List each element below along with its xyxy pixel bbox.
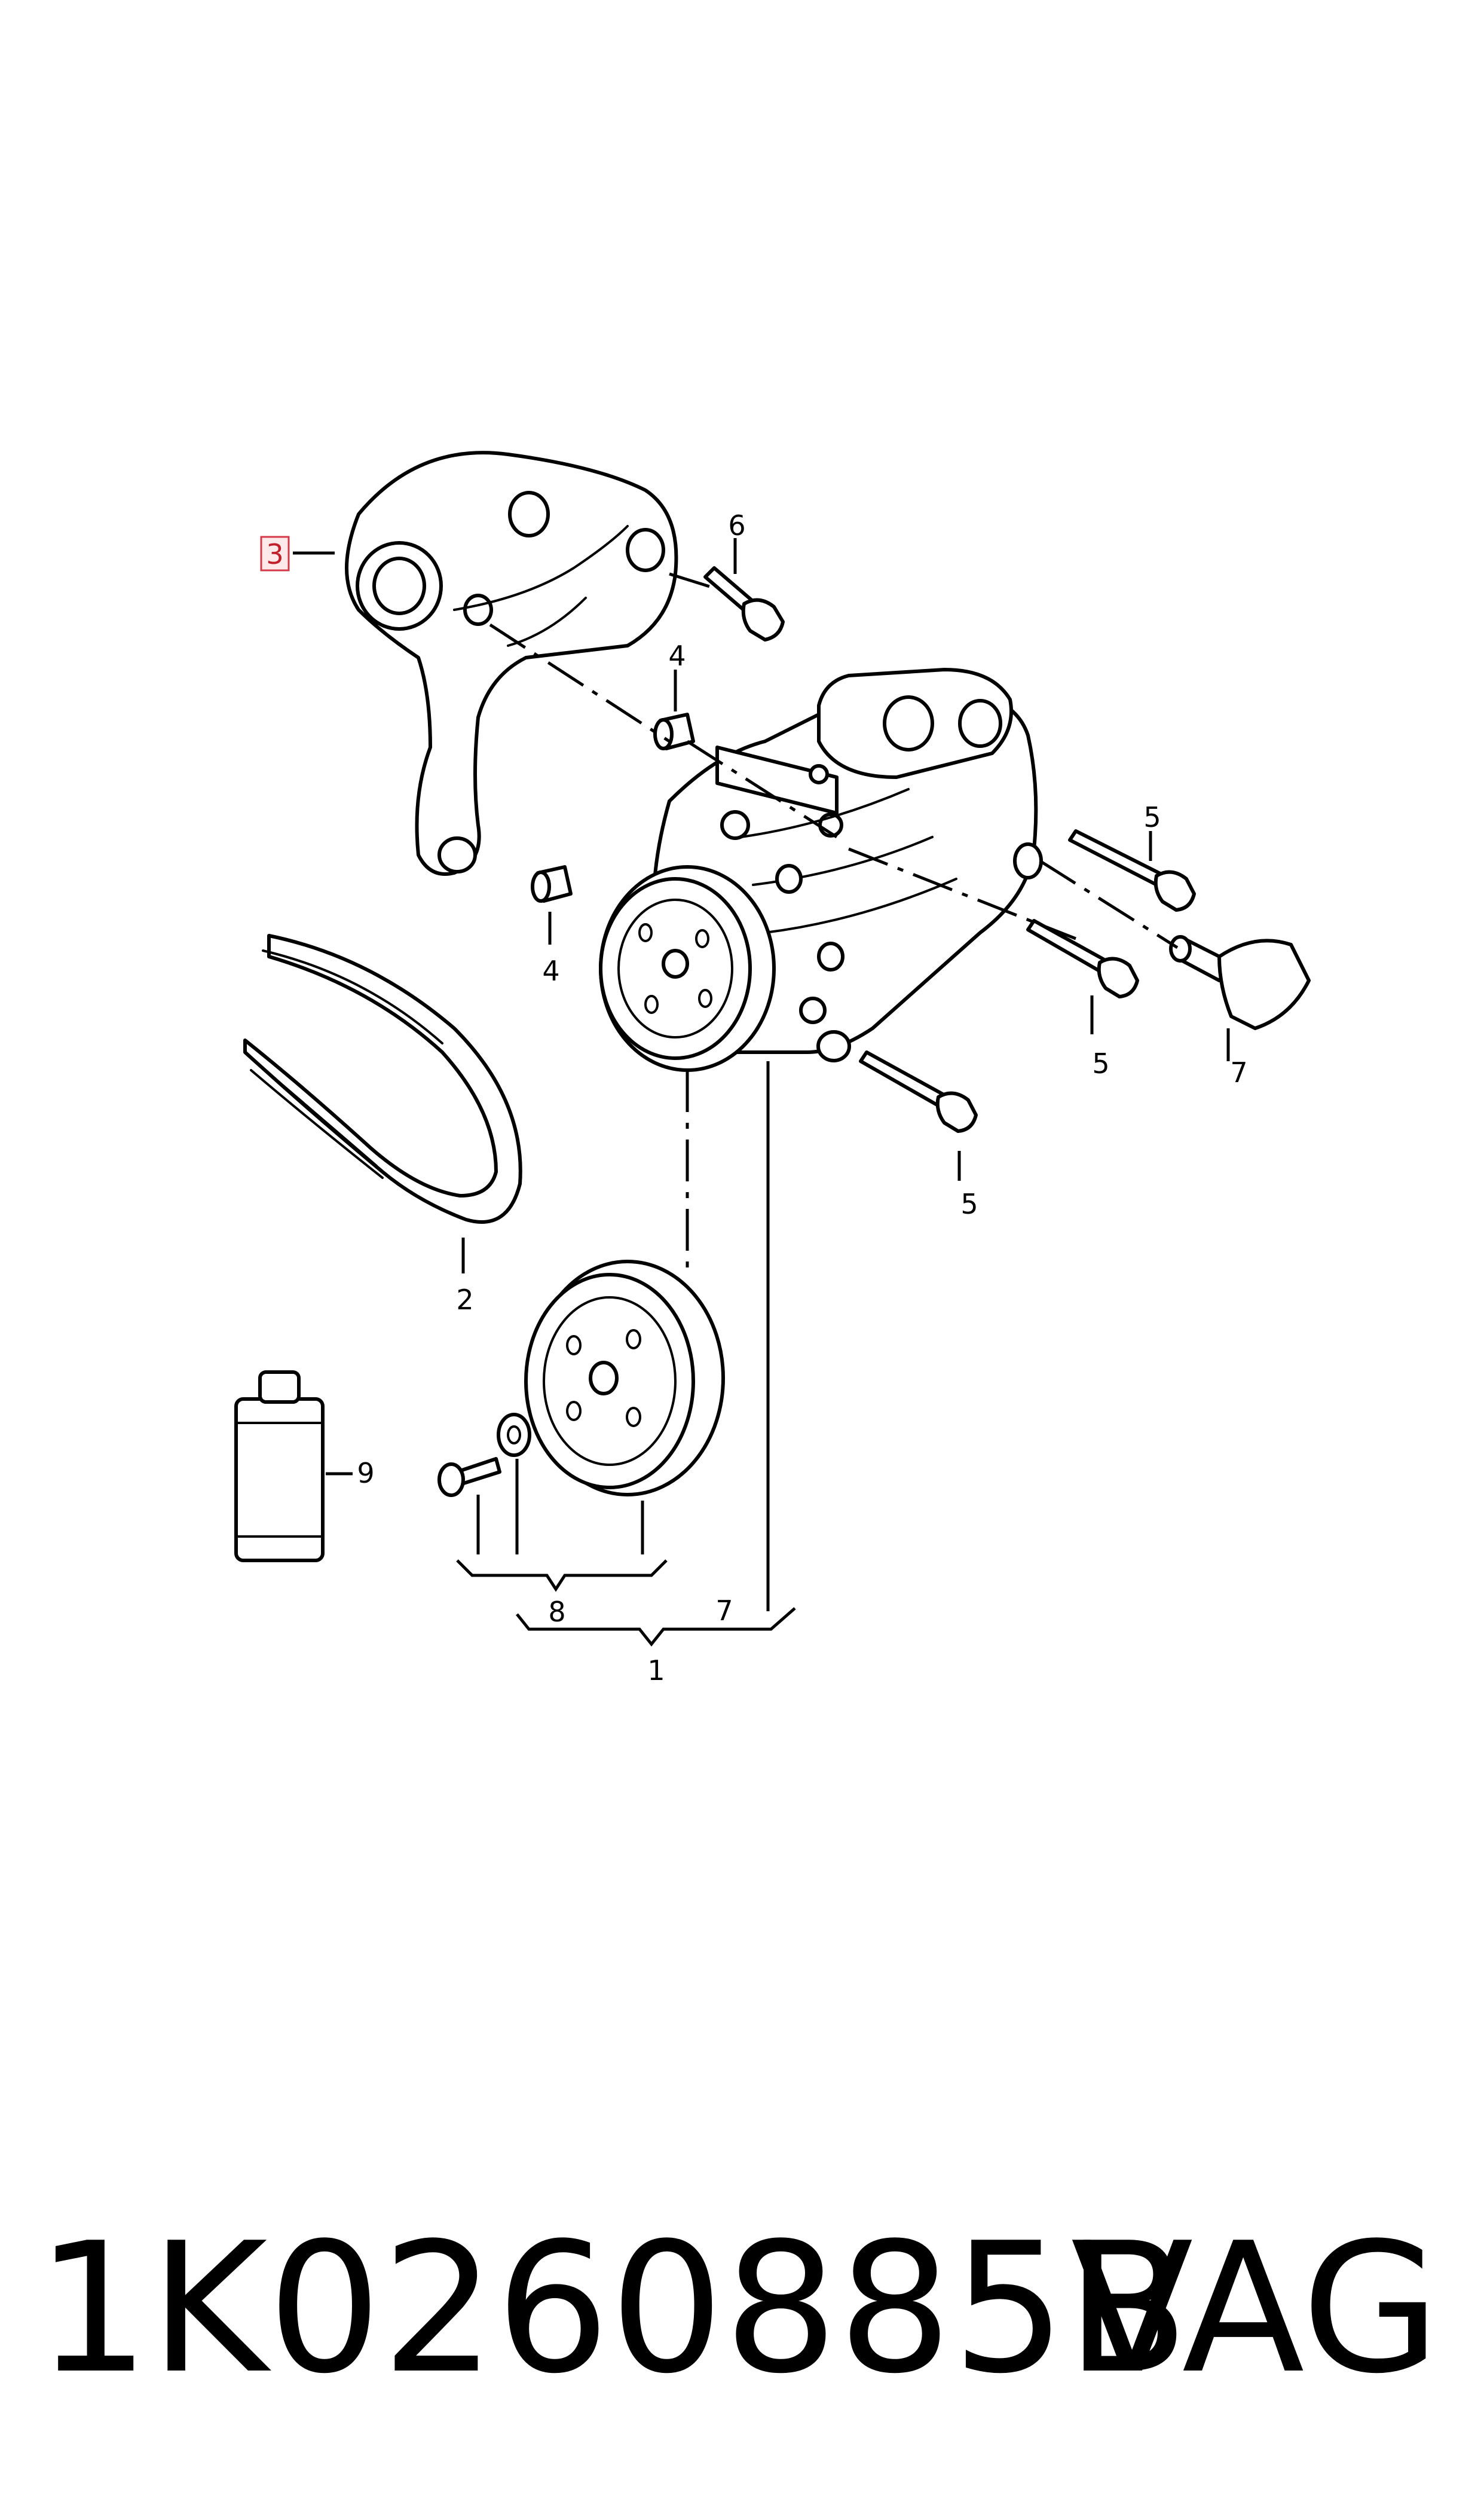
callouts: 3 6 4 4 5 5 5 7 2 9 8 7 1 bbox=[260, 509, 1248, 1687]
leader-lines bbox=[293, 538, 1230, 1647]
bolt-6 bbox=[703, 566, 785, 642]
callout-2: 2 bbox=[456, 1284, 473, 1316]
pressure-sensor bbox=[1169, 935, 1311, 1030]
callout-7-assembly: 7 bbox=[715, 1594, 733, 1627]
brand-name: VAG bbox=[1071, 2204, 1440, 2413]
caption: 1K0260885B VAG bbox=[36, 2204, 1440, 2413]
callout-6: 6 bbox=[728, 509, 745, 542]
callout-4-lower: 4 bbox=[542, 955, 559, 987]
pulley-bolt bbox=[437, 1457, 501, 1497]
callout-3: 3 bbox=[266, 538, 283, 570]
compressor-clutch-pulley bbox=[599, 865, 776, 1072]
callout-5-upper: 5 bbox=[1143, 801, 1161, 833]
compressor-oil-bottle bbox=[234, 1370, 325, 1562]
part-number: 1K0260885B bbox=[36, 2204, 1189, 2413]
callout-5-middle: 5 bbox=[1092, 1047, 1109, 1080]
drive-pulley bbox=[524, 1260, 725, 1496]
assembly-lines bbox=[489, 572, 1179, 1273]
callout-8: 8 bbox=[548, 1596, 565, 1628]
callout-4-upper: 4 bbox=[668, 640, 686, 672]
callout-7-sensor: 7 bbox=[1230, 1056, 1247, 1089]
bushing-upper bbox=[653, 713, 695, 750]
bolt-5-lower bbox=[859, 1050, 978, 1133]
callout-9: 9 bbox=[357, 1457, 374, 1489]
callout-1: 1 bbox=[647, 1654, 665, 1687]
compressor-bracket bbox=[345, 451, 678, 876]
bushing-lower bbox=[531, 865, 573, 903]
callout-5-lower: 5 bbox=[960, 1188, 978, 1220]
ribbed-v-belt bbox=[243, 934, 522, 1224]
pulley-washer bbox=[497, 1413, 531, 1457]
bolt-5-upper bbox=[1068, 829, 1196, 912]
callout-3-highlight bbox=[260, 536, 290, 572]
bolt-5-middle bbox=[1026, 919, 1139, 998]
